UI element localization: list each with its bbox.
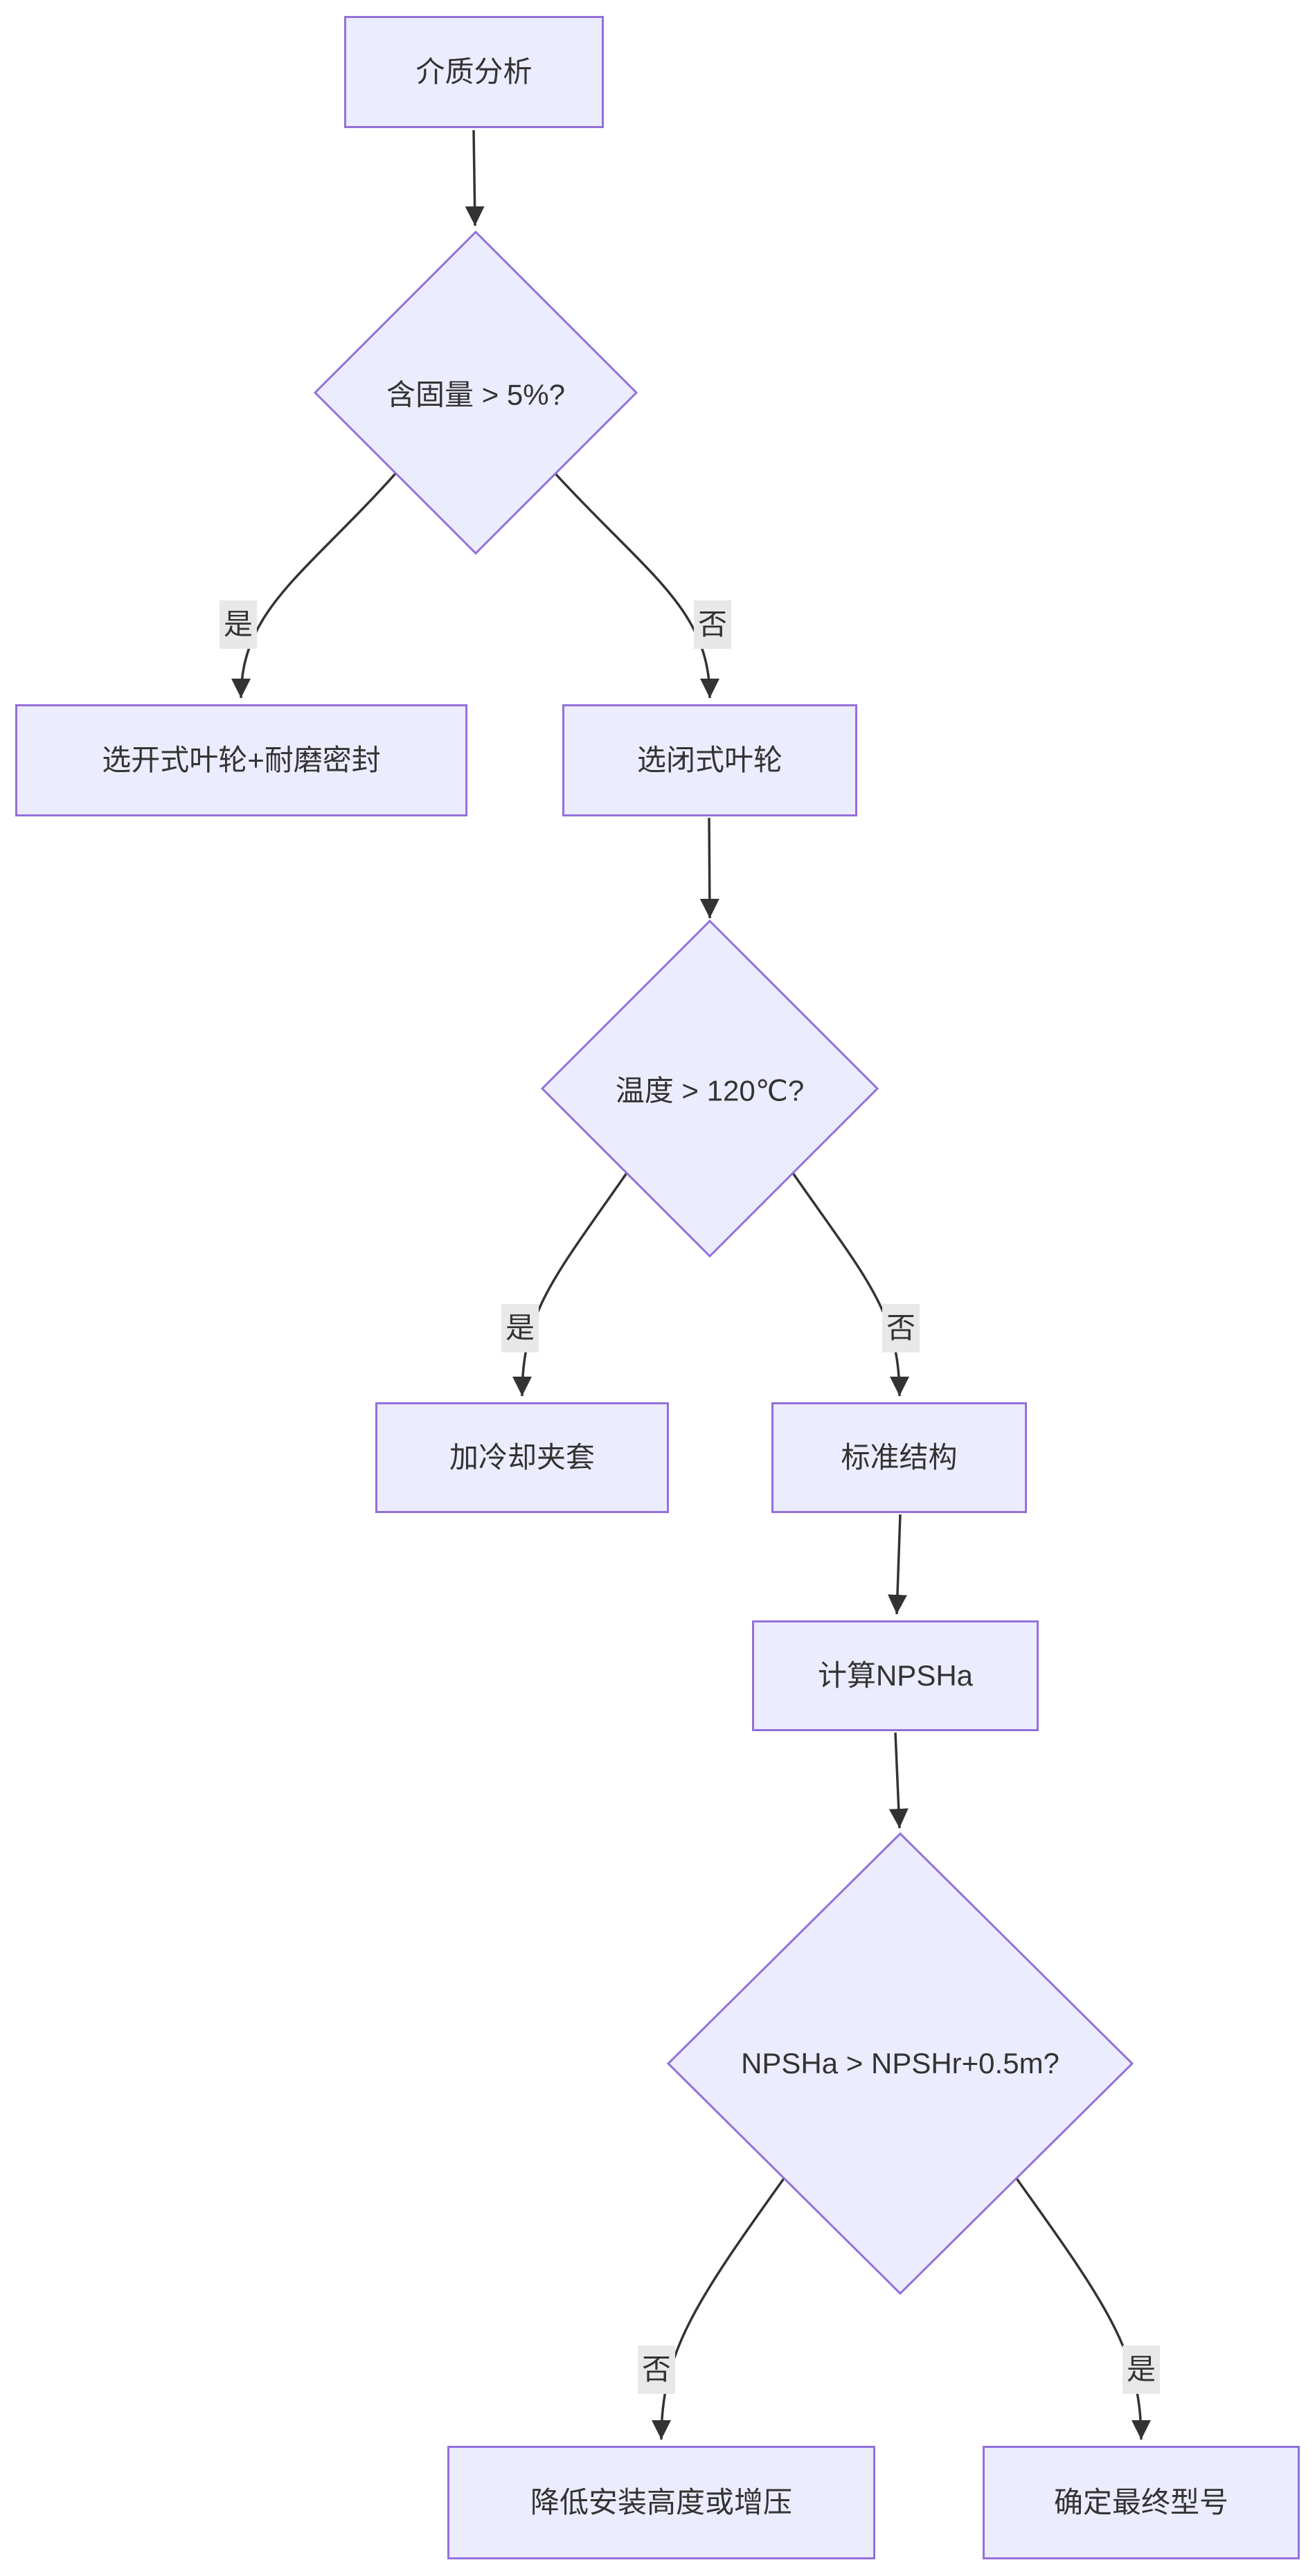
edge-npsh-no-to-lower-height [652, 2177, 785, 2440]
node-closed-impeller: 选闭式叶轮 [562, 704, 857, 816]
node-lower-height-label: 降低安装高度或增压 [530, 2485, 792, 2519]
edge-label-npsh-no: 否 [637, 2345, 676, 2394]
edge-solids-yes-to-open-impeller [231, 472, 397, 699]
edge-closed-impeller-to-temp-decision [699, 817, 719, 919]
edge-solids-no-to-closed-impeller [554, 472, 719, 699]
node-open-impeller: 选开式叶轮+耐磨密封 [15, 704, 467, 816]
node-media-analysis: 介质分析 [344, 16, 604, 128]
node-decision-solids-label: 含固量 > 5%? [386, 378, 565, 411]
edge-temp-yes-to-cooling-jacket [512, 1172, 628, 1397]
node-final-model-label: 确定最终型号 [1053, 2485, 1228, 2519]
edge-label-temp-no: 否 [882, 1304, 920, 1352]
node-decision-temp-label: 温度 > 120℃? [615, 1074, 805, 1107]
node-standard-structure-label: 标准结构 [841, 1440, 958, 1474]
edge-temp-no-to-standard-structure [791, 1172, 909, 1397]
node-decision-npsh-label: NPSHa > NPSHr+0.5m? [741, 2047, 1059, 2079]
node-lower-height: 降低安装高度或增压 [447, 2446, 875, 2559]
node-final-model: 确定最终型号 [983, 2446, 1300, 2559]
node-calc-npsha: 计算NPSHa [752, 1620, 1039, 1731]
edge-calc-npsha-to-npsh-decision [888, 1732, 909, 1829]
node-standard-structure: 标准结构 [771, 1402, 1027, 1513]
edge-label-solids-yes: 是 [219, 600, 258, 649]
edge-start-to-solids-decision [465, 129, 485, 226]
edge-label-temp-yes: 是 [501, 1304, 539, 1352]
edge-label-npsh-yes: 是 [1122, 2345, 1161, 2394]
edge-npsh-yes-to-final-model [1015, 2177, 1151, 2440]
node-decision-temp-shape [540, 919, 879, 1258]
edge-label-solids-no: 否 [693, 600, 732, 649]
node-cooling-jacket-label: 加冷却夹套 [449, 1440, 595, 1474]
node-cooling-jacket: 加冷却夹套 [375, 1402, 669, 1513]
node-decision-solids-shape [313, 230, 638, 555]
node-closed-impeller-label: 选闭式叶轮 [636, 743, 782, 776]
node-decision-npsh-shape [666, 1832, 1134, 2296]
node-open-impeller-label: 选开式叶轮+耐磨密封 [102, 743, 381, 776]
edge-standard-structure-to-calc-npsha [887, 1514, 907, 1615]
node-calc-npsha-label: 计算NPSHa [817, 1658, 974, 1692]
node-media-analysis-label: 介质分析 [415, 55, 533, 88]
